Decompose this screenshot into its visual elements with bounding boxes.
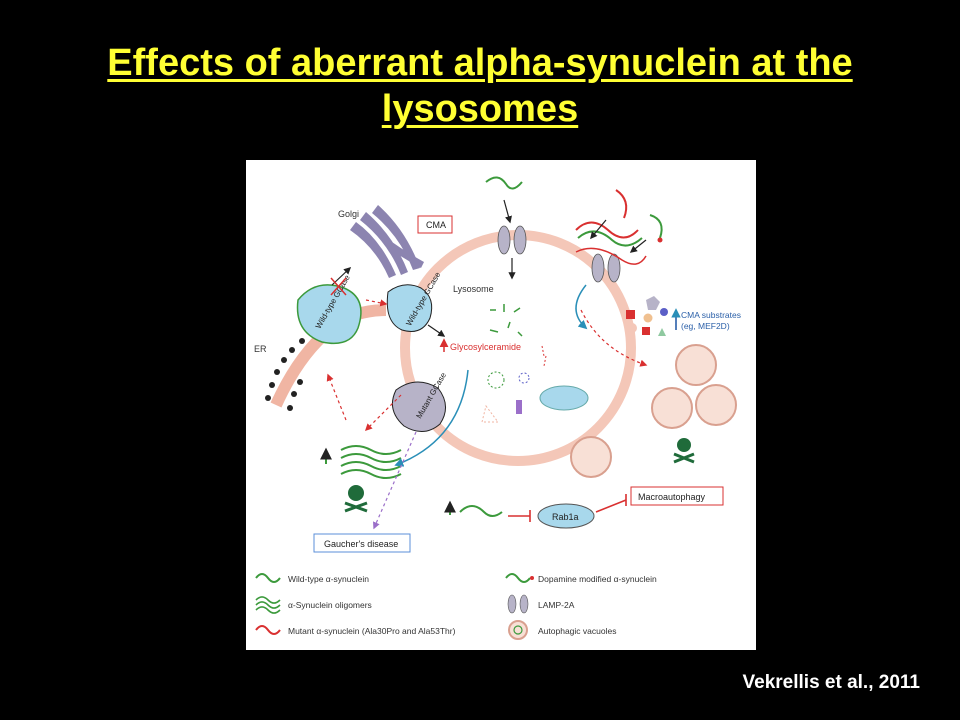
- skull-icon-left: [345, 485, 367, 511]
- cma-substrates-label-1: CMA substrates: [681, 310, 741, 320]
- legend-swatch-vacuole: [509, 621, 527, 639]
- gauchers-label: Gaucher's disease: [324, 539, 398, 549]
- autophagic-vacuoles: [571, 345, 736, 477]
- title-line-1: Effects of aberrant alpha-synuclein at t…: [0, 40, 960, 86]
- lysosome-label: Lysosome: [453, 284, 494, 294]
- title-line-2: lysosomes: [0, 86, 960, 132]
- golgi-label: Golgi: [338, 209, 359, 219]
- legend-item-mutant: Mutant α-synuclein (Ala30Pro and Ala53Th…: [288, 626, 456, 636]
- legend-item-oligomers: α-Synuclein oligomers: [288, 600, 372, 610]
- wildtype-synuclein-rab1a: [460, 506, 502, 516]
- legend-swatch-lamp2a: [508, 595, 528, 613]
- lysosome-contents: [482, 304, 588, 422]
- legend-item-wildtype: Wild-type α-synuclein: [288, 574, 369, 584]
- cma-substrates-label-2: (eg, MEF2D): [681, 321, 730, 331]
- legend-item-lamp2a: LAMP-2A: [538, 600, 575, 610]
- citation: Vekrellis et al., 2011: [743, 672, 920, 694]
- cma-label: CMA: [426, 220, 446, 230]
- er-label: ER: [254, 344, 267, 354]
- rab1a-label: Rab1a: [552, 512, 579, 522]
- legend-item-dopamine: Dopamine modified α-synuclein: [538, 574, 657, 584]
- legend-item-vacuoles: Autophagic vacuoles: [538, 626, 616, 636]
- skull-icon-right: [674, 438, 694, 462]
- pathway-diagram: Lysosome Golgi ER Wild-type GCase Wild-t…: [246, 160, 756, 650]
- pathway-figure: Lysosome Golgi ER Wild-type GCase Wild-t…: [246, 160, 756, 650]
- macroautophagy-label: Macroautophagy: [638, 492, 706, 502]
- legend-swatch-oligomers: [256, 597, 280, 613]
- slide-title: Effects of aberrant alpha-synuclein at t…: [0, 40, 960, 132]
- cma-substrate-shapes: [626, 296, 668, 336]
- legend-swatch-wildtype: [256, 574, 280, 582]
- legend-swatch-dopamine: [506, 574, 530, 582]
- mutant-synuclein-cluster: [576, 190, 663, 282]
- legend-swatch-mutant: [256, 626, 280, 634]
- glycosylceramide-label: Glycosylceramide: [450, 342, 521, 352]
- golgi-apparatus: [350, 205, 424, 278]
- wildtype-synuclein-top: [486, 177, 522, 188]
- synuclein-oligomers: [341, 446, 401, 478]
- legend: Wild-type α-synuclein Dopamine modified …: [256, 574, 657, 639]
